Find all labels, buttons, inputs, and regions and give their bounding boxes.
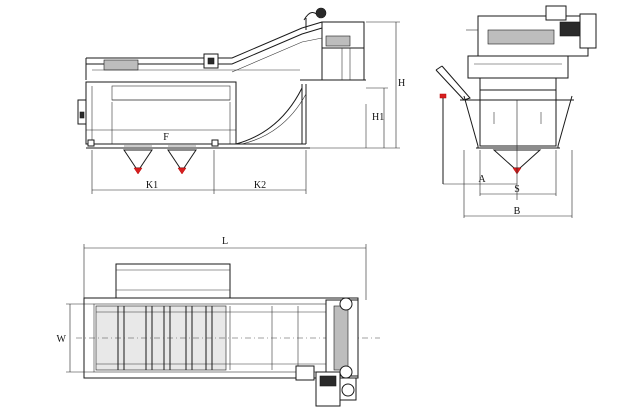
dim-label-h: H — [398, 78, 405, 89]
dim-label-h1: H1 — [372, 112, 384, 123]
dim-label-a: A — [478, 174, 486, 185]
dim-label-b: B — [514, 206, 521, 217]
plan-view — [66, 244, 380, 407]
dim-label-w: W — [57, 334, 67, 345]
dim-label-s: S — [514, 184, 520, 195]
dim-label-k1: K1 — [146, 180, 158, 191]
side-view — [77, 7, 400, 194]
dim-label-f: F — [163, 132, 169, 143]
dim-label-k2: K2 — [254, 180, 266, 191]
dim-label-l: L — [222, 236, 228, 247]
end-view — [435, 5, 597, 218]
